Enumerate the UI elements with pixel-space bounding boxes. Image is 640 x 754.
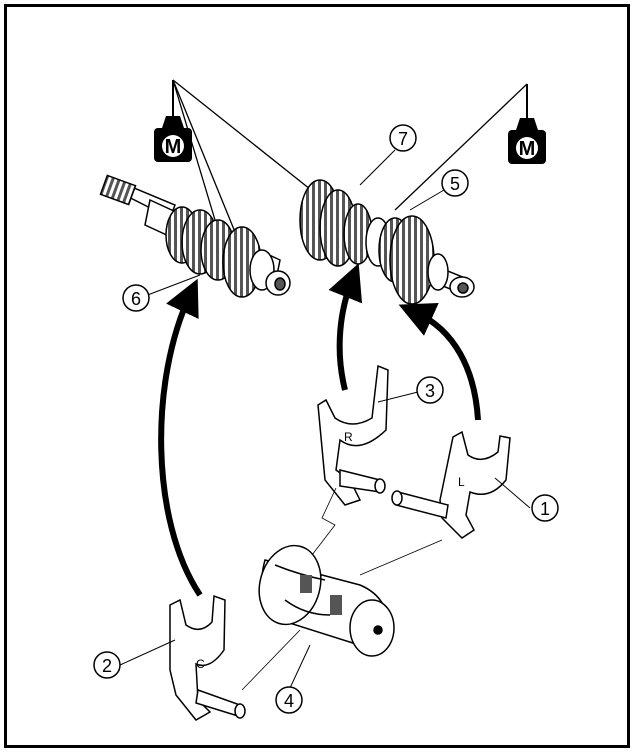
callout-7: 7 xyxy=(389,124,417,152)
connection-lines xyxy=(241,487,443,691)
svg-text:3: 3 xyxy=(425,381,435,401)
svg-text:2: 2 xyxy=(102,656,112,676)
shift-fork-right: R xyxy=(317,364,389,506)
callout-5: 5 xyxy=(441,169,469,197)
callout-3: 3 xyxy=(416,376,444,404)
svg-text:5: 5 xyxy=(450,174,460,194)
oil-can-icon-left: M xyxy=(154,80,192,162)
svg-text:7: 7 xyxy=(398,129,408,149)
oil-leader-lines xyxy=(172,79,528,233)
callout-2: 2 xyxy=(93,651,121,679)
shift-fork-left: L xyxy=(391,430,511,539)
right-shaft-assembly xyxy=(299,179,475,305)
fork-letter-c: C xyxy=(196,657,205,671)
left-shaft-assembly xyxy=(99,174,291,298)
callouts: 1 2 3 4 5 6 7 xyxy=(93,124,559,714)
shift-drum xyxy=(258,544,395,657)
callout-leaders xyxy=(119,149,531,689)
svg-text:6: 6 xyxy=(131,289,141,309)
oil-symbol-left: M xyxy=(165,136,182,158)
oil-can-icon-right: M xyxy=(508,84,546,164)
callout-4: 4 xyxy=(275,686,303,714)
svg-text:4: 4 xyxy=(284,691,294,711)
callout-6: 6 xyxy=(122,284,150,312)
assembly-arrows xyxy=(158,263,481,597)
shift-fork-center: C xyxy=(169,594,246,721)
svg-text:1: 1 xyxy=(540,499,550,519)
callout-1: 1 xyxy=(531,494,559,522)
fork-letter-r: R xyxy=(344,430,353,444)
oil-symbol-right: M xyxy=(519,138,536,160)
fork-letter-l: L xyxy=(458,475,465,489)
